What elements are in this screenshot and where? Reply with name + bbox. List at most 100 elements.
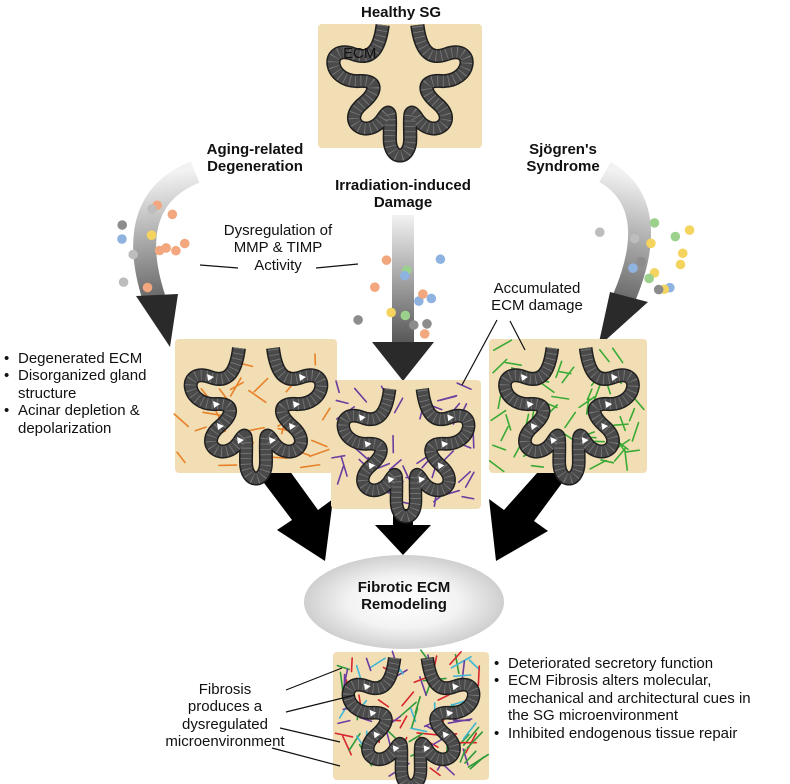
molecule-dot bbox=[400, 310, 411, 321]
molecule-dot bbox=[142, 282, 153, 293]
leader-accumulated-right bbox=[509, 320, 526, 351]
sjogren-title: Sjögren's Syndrome bbox=[504, 141, 622, 176]
fiber bbox=[310, 439, 328, 448]
fiber bbox=[624, 449, 640, 453]
acinar-gap bbox=[358, 414, 366, 422]
fiber bbox=[492, 444, 507, 451]
fiber bbox=[411, 707, 419, 728]
acinar-gap bbox=[423, 745, 431, 752]
molecule-dot bbox=[399, 270, 410, 281]
acinar-gap bbox=[387, 476, 395, 483]
leader-fibrosis-3 bbox=[279, 727, 341, 743]
fiber bbox=[504, 361, 522, 367]
fibrotic-ecm-ellipse bbox=[304, 555, 504, 649]
arrow-black-middle bbox=[375, 500, 431, 555]
fiber bbox=[449, 650, 462, 666]
fiber bbox=[377, 462, 391, 469]
fiber bbox=[437, 693, 450, 701]
acinar-gap bbox=[289, 423, 296, 430]
molecule-dot bbox=[128, 249, 138, 260]
molecule-dot bbox=[414, 296, 424, 306]
fiber bbox=[628, 407, 636, 422]
fiber bbox=[194, 426, 207, 432]
acinar-gap bbox=[581, 437, 589, 444]
fiber bbox=[388, 459, 402, 471]
fiber bbox=[409, 727, 428, 733]
gland-sjogren bbox=[505, 348, 633, 479]
molecule-dot bbox=[422, 319, 432, 329]
molecule-dot bbox=[653, 284, 664, 295]
molecule-dot bbox=[146, 230, 157, 240]
acinar-gap bbox=[437, 462, 445, 470]
fiber bbox=[624, 449, 629, 471]
fiber bbox=[551, 395, 570, 400]
arrow-aging bbox=[133, 161, 200, 347]
fiber bbox=[429, 767, 441, 777]
fiber bbox=[173, 413, 190, 428]
left-bullet-list: Degenerated ECM Disorganized glandstruct… bbox=[4, 350, 146, 437]
molecule-dot bbox=[353, 315, 363, 325]
molecule-dot bbox=[419, 329, 430, 339]
fiber bbox=[335, 380, 340, 394]
fiber bbox=[401, 691, 415, 707]
irradiation-title-line2: Damage bbox=[373, 194, 433, 212]
fiber bbox=[253, 377, 269, 393]
fiber bbox=[321, 407, 331, 421]
fiber bbox=[377, 698, 390, 708]
fiber bbox=[505, 414, 512, 431]
ecm-label: ECM bbox=[343, 45, 377, 62]
molecule-dot bbox=[117, 234, 127, 244]
fibrotic-title-line1: Fibrotic ECM bbox=[357, 579, 451, 596]
fiber bbox=[592, 381, 602, 404]
molecule-dot bbox=[381, 255, 392, 265]
fiber bbox=[176, 451, 186, 464]
molecules-left bbox=[117, 200, 190, 293]
leader-mmp-left bbox=[199, 264, 239, 269]
acinar-gap bbox=[392, 745, 400, 752]
fiber bbox=[578, 395, 596, 409]
leader-fibrosis-2 bbox=[285, 694, 356, 713]
arrow-sjogren bbox=[598, 162, 652, 347]
acinar-gap bbox=[299, 374, 306, 381]
molecule-dot bbox=[418, 289, 428, 299]
fiber bbox=[369, 657, 386, 669]
fiber bbox=[331, 454, 346, 459]
arrow-black-right bbox=[489, 463, 565, 561]
fiber bbox=[459, 748, 467, 763]
acinar-gap bbox=[550, 437, 558, 444]
gland-irradiation bbox=[343, 389, 468, 517]
right-bullet-3: Inhibited endogenous tissue repair bbox=[494, 725, 751, 743]
molecule-dot bbox=[147, 204, 157, 214]
mmp-label-line2: MMP & TIMP bbox=[233, 239, 323, 257]
fiber bbox=[464, 750, 477, 764]
leader-fibrosis-1 bbox=[285, 667, 343, 691]
mmp-label-line3: Activity bbox=[254, 256, 302, 274]
fiber bbox=[348, 732, 361, 752]
fiber bbox=[500, 425, 509, 442]
molecules-middle bbox=[353, 254, 446, 339]
irradiation-title: Irradiation-induced Damage bbox=[322, 177, 484, 212]
acinar-gap bbox=[269, 437, 276, 444]
fiber bbox=[337, 719, 351, 725]
fiber bbox=[462, 722, 477, 740]
molecule-dot bbox=[644, 273, 654, 284]
right-bullet-2: ECM Fibrosis alters molecular,mechanical… bbox=[494, 672, 751, 724]
molecule-dot bbox=[179, 238, 190, 249]
right-bullet-1: Deteriorated secretory function bbox=[494, 655, 751, 673]
molecule-dot bbox=[167, 209, 178, 220]
molecules-right bbox=[594, 218, 695, 295]
fiber bbox=[350, 657, 353, 673]
fiber bbox=[613, 447, 627, 462]
fiber bbox=[334, 732, 354, 738]
acinar-gap bbox=[452, 683, 459, 691]
acinar-gap bbox=[526, 401, 534, 408]
fiber bbox=[613, 423, 629, 426]
fibrotic-title: Fibrotic ECM Remodeling bbox=[334, 579, 474, 614]
molecule-dot bbox=[670, 231, 681, 242]
acinar-gap bbox=[207, 374, 214, 381]
arrow-black-left bbox=[261, 463, 333, 561]
leader-accumulated-left bbox=[461, 319, 498, 386]
molecule-dot bbox=[646, 238, 656, 249]
